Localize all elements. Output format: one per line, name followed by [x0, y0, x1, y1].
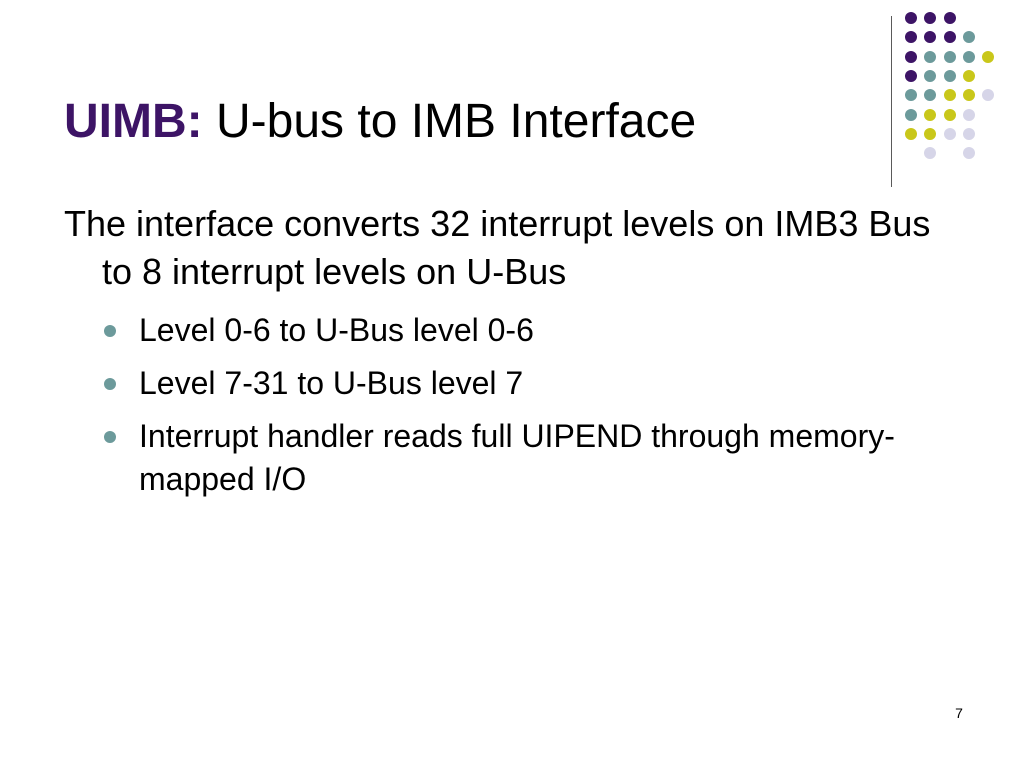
- decorative-dot-icon: [943, 31, 956, 44]
- decorative-dot-icon: [905, 12, 917, 24]
- decorative-dot-icon: [905, 108, 917, 121]
- decorative-dot-icon: [943, 69, 956, 82]
- decorative-dot-icon: [924, 12, 937, 24]
- decorative-dot-icon: [905, 31, 917, 44]
- title-text: U-bus to IMB Interface: [202, 95, 697, 148]
- decorative-dot-icon: [943, 108, 956, 121]
- decorative-dot-icon: [962, 127, 975, 140]
- decorative-dot-icon: [924, 31, 937, 44]
- decorative-dot-icon: [905, 50, 917, 63]
- bullet-item: Interrupt handler reads full UIPEND thro…: [102, 415, 902, 501]
- decorative-dot-icon: [905, 89, 917, 102]
- decorative-dot-icon: [962, 69, 975, 82]
- decorative-dot-icon: [924, 69, 937, 82]
- decorative-dot-icon: [962, 89, 975, 102]
- decorative-dot-icon: [982, 89, 995, 102]
- decorative-dot-icon: [962, 108, 975, 121]
- decorative-dot-icon: [943, 50, 956, 63]
- decorative-dot-icon: [962, 31, 975, 44]
- decorative-dot-icon: [982, 50, 995, 63]
- vertical-divider: [891, 16, 892, 187]
- bullet-dot-icon: [104, 325, 116, 337]
- bullet-text: Level 7-31 to U-Bus level 7: [139, 365, 524, 401]
- bullet-text: Level 0-6 to U-Bus level 0-6: [139, 312, 534, 348]
- title-accent: UIMB:: [64, 95, 203, 148]
- decorative-dot-icon: [924, 108, 937, 121]
- decorative-dot-icon: [943, 89, 956, 102]
- decorative-dot-icon: [924, 127, 937, 140]
- body-paragraph: The interface converts 32 interrupt leve…: [64, 203, 931, 292]
- decorative-dot-icon: [962, 50, 975, 63]
- decorative-dot-icon: [905, 69, 917, 82]
- decorative-dot-icon: [943, 12, 956, 24]
- bullet-item: Level 0-6 to U-Bus level 0-6: [102, 309, 902, 352]
- bullet-list: Level 0-6 to U-Bus level 0-6 Level 7-31 …: [102, 309, 902, 511]
- bullet-text: Interrupt handler reads full UIPEND thro…: [139, 418, 895, 497]
- page-number: 7: [955, 705, 963, 721]
- decorative-dot-icon: [924, 50, 937, 63]
- bullet-dot-icon: [104, 378, 116, 390]
- slide-title: UIMB: U-bus to IMB Interface: [64, 90, 696, 154]
- decorative-dot-icon: [905, 127, 917, 140]
- bullet-dot-icon: [104, 431, 116, 443]
- decorative-dot-icon: [943, 127, 956, 140]
- bullet-item: Level 7-31 to U-Bus level 7: [102, 362, 902, 405]
- decorative-dot-icon: [924, 89, 937, 102]
- decorative-dot-icon: [962, 147, 975, 160]
- decorative-dot-icon: [924, 147, 937, 160]
- decorative-dot-grid: [905, 12, 1005, 172]
